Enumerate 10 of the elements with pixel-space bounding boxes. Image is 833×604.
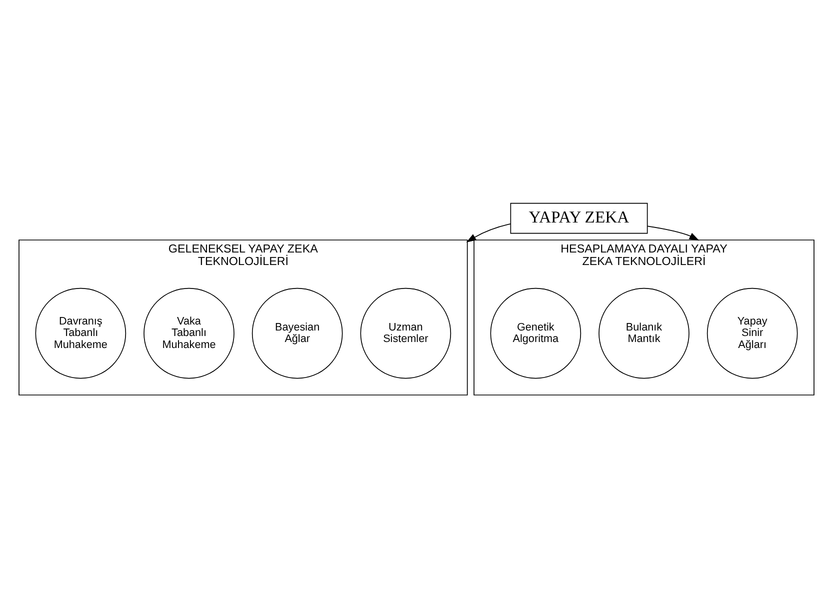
- node-box: YAPAY ZEKA: [510, 202, 648, 234]
- node-circle: Yapay Sinir Ağları: [706, 287, 798, 378]
- node-circle: Vaka Tabanlı Muhakeme: [144, 287, 234, 378]
- node-circle: Bulanık Mantık: [598, 287, 690, 378]
- node-circle: Genetik Algoritma: [490, 287, 582, 378]
- node-circle: Uzman Sistemler: [360, 287, 452, 378]
- node-circle: Bayesian Ağlar: [252, 287, 343, 378]
- arrow: [466, 222, 512, 242]
- node-circle: Davranış Tabanlı Muhakeme: [35, 287, 126, 378]
- arrow: [647, 225, 700, 240]
